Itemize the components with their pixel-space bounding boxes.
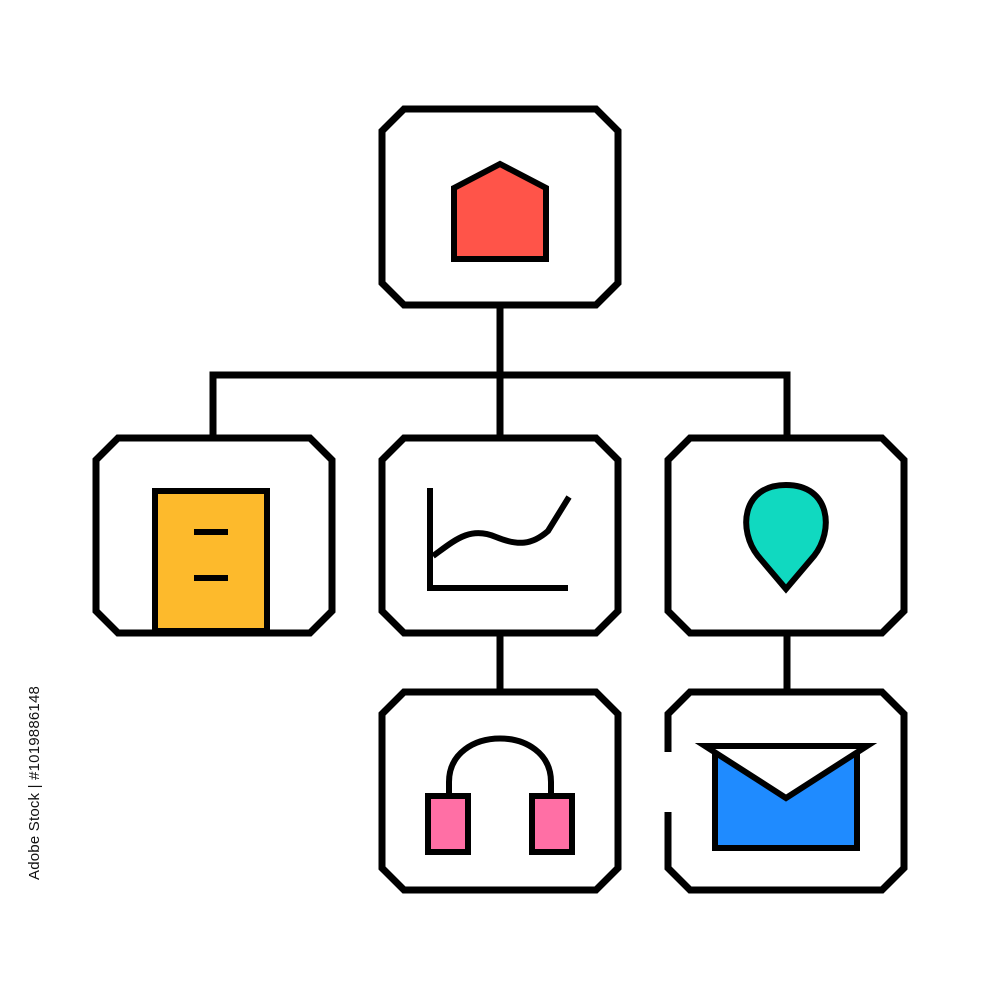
house-icon [451, 160, 549, 262]
line-chart-icon [427, 488, 572, 591]
stock-id-label: Adobe Stock | #1019886148 [26, 685, 43, 880]
headphones-icon [425, 735, 575, 855]
connectors [209, 305, 791, 692]
node-support [378, 688, 622, 894]
map-pin-icon [743, 481, 829, 594]
document-icon [152, 488, 270, 634]
envelope-icon [694, 743, 878, 851]
